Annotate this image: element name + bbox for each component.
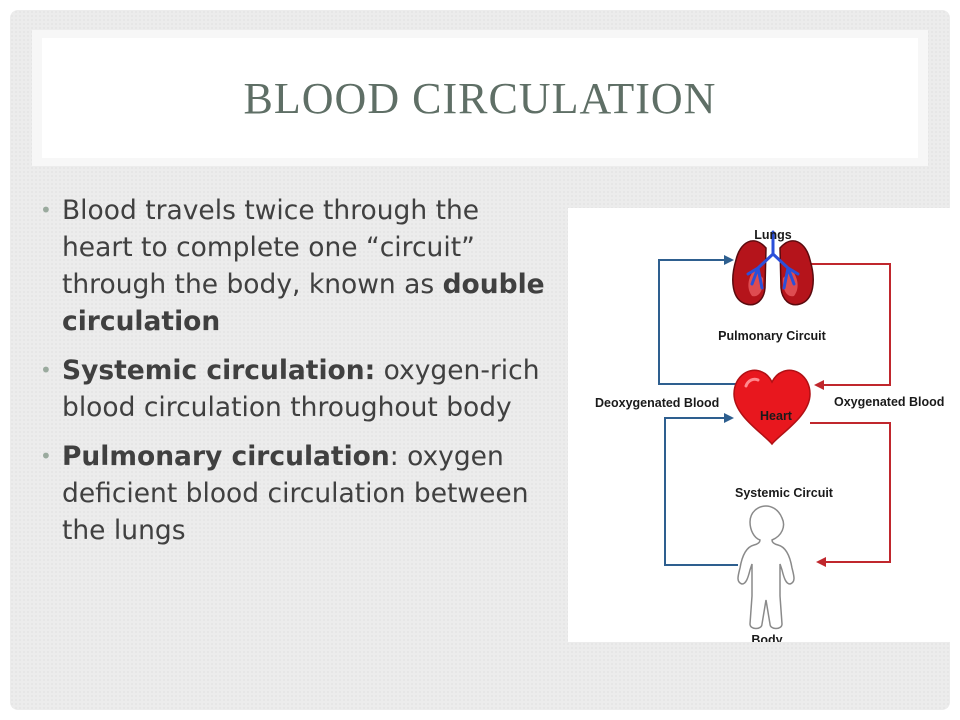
bullet-text: oxygen-rich blood circulation throughout… (62, 355, 540, 423)
label-systemic-circuit: Systemic Circuit (735, 486, 834, 500)
label-pulmonary-circuit: Pulmonary Circuit (718, 329, 826, 343)
slide: BLOOD CIRCULATION Blood travels twice th… (10, 10, 950, 710)
arrow-body-to-heart (664, 413, 738, 566)
bullet-text: Blood travels twice through the heart to… (62, 195, 480, 300)
bullet-text: : oxygen deficient blood circulation bet… (62, 441, 529, 546)
bullet-bold-term: Systemic circulation: (62, 355, 376, 386)
circulation-diagram: Lungs Pulmonary Circuit Deoxygenated Blo… (568, 208, 950, 647)
title-frame: BLOOD CIRCULATION (32, 30, 928, 166)
bullet-bold-term: double circulation (62, 269, 545, 337)
arrow-heart-to-lungs (658, 255, 738, 385)
arrow-heart-to-body (810, 422, 891, 567)
bullet-list: Blood travels twice through the heart to… (38, 192, 548, 561)
lungs-icon (732, 230, 814, 306)
body-icon (737, 505, 795, 630)
bullet-bold-term: Pulmonary circulation (62, 441, 390, 472)
title-panel: BLOOD CIRCULATION (42, 38, 918, 158)
bullet-double-circulation: Blood travels twice through the heart to… (38, 192, 548, 340)
bullet-systemic-circulation: Systemic circulation: oxygen-rich blood … (38, 352, 548, 426)
page-title: BLOOD CIRCULATION (243, 73, 717, 123)
heart-highlight (744, 377, 760, 388)
label-body: Body (751, 633, 782, 642)
label-lungs: Lungs (754, 228, 792, 242)
heart-icon (733, 369, 811, 446)
label-heart: Heart (760, 409, 793, 423)
bullet-pulmonary-circulation: Pulmonary circulation: oxygen deficient … (38, 438, 548, 549)
label-deoxygenated-blood: Deoxygenated Blood (595, 396, 719, 410)
arrow-lungs-to-heart (810, 263, 891, 390)
label-oxygenated-blood: Oxygenated Blood (834, 395, 944, 409)
circulation-diagram-svg: Lungs Pulmonary Circuit Deoxygenated Blo… (595, 228, 944, 647)
